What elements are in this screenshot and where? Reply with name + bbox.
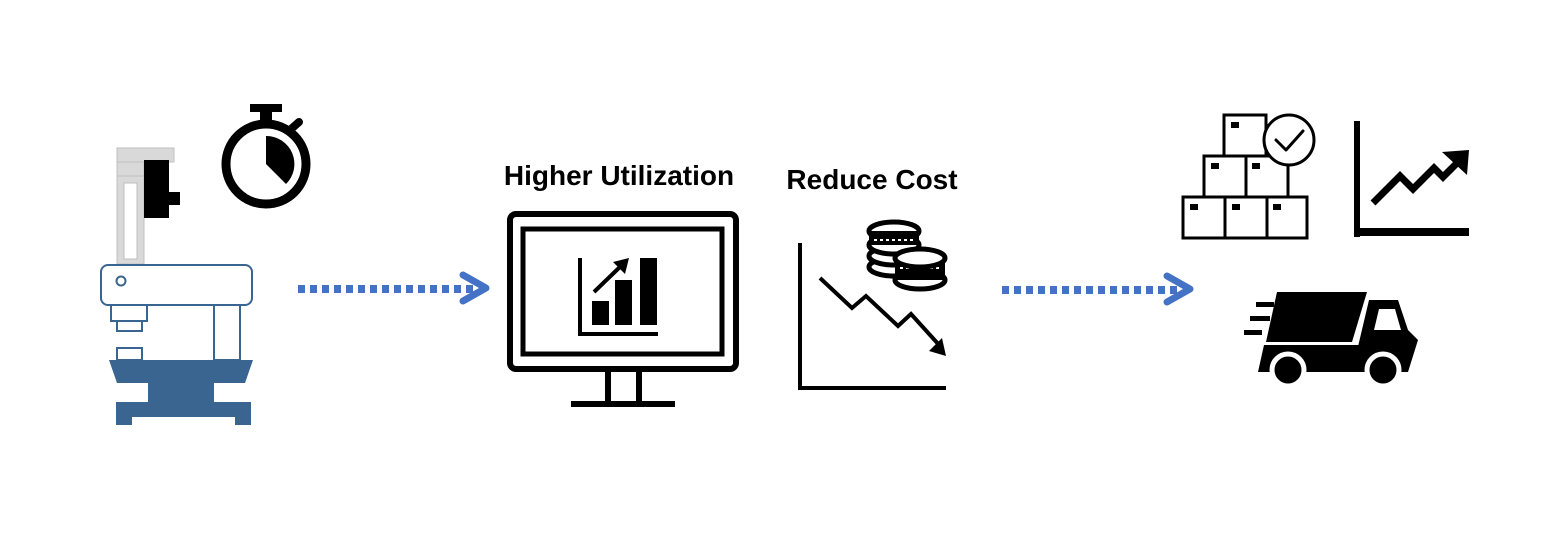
delivery-truck-icon: [1244, 292, 1418, 389]
stopwatch-icon: [221, 104, 311, 209]
coins-icon: [866, 219, 948, 292]
arrow-right-icon: [298, 271, 490, 305]
cost-decline-chart-icon: [798, 243, 946, 390]
boxes-checkmark-icon: [1181, 113, 1316, 240]
machine-tool-icon: [100, 147, 253, 425]
monitor-bar-chart-icon: [507, 211, 739, 407]
growth-chart-icon: [1354, 121, 1469, 237]
higher-utilization-label: Higher Utilization: [503, 160, 735, 191]
reduce-cost-label: Reduce Cost: [786, 164, 958, 195]
arrow-right-icon: [1002, 272, 1194, 306]
